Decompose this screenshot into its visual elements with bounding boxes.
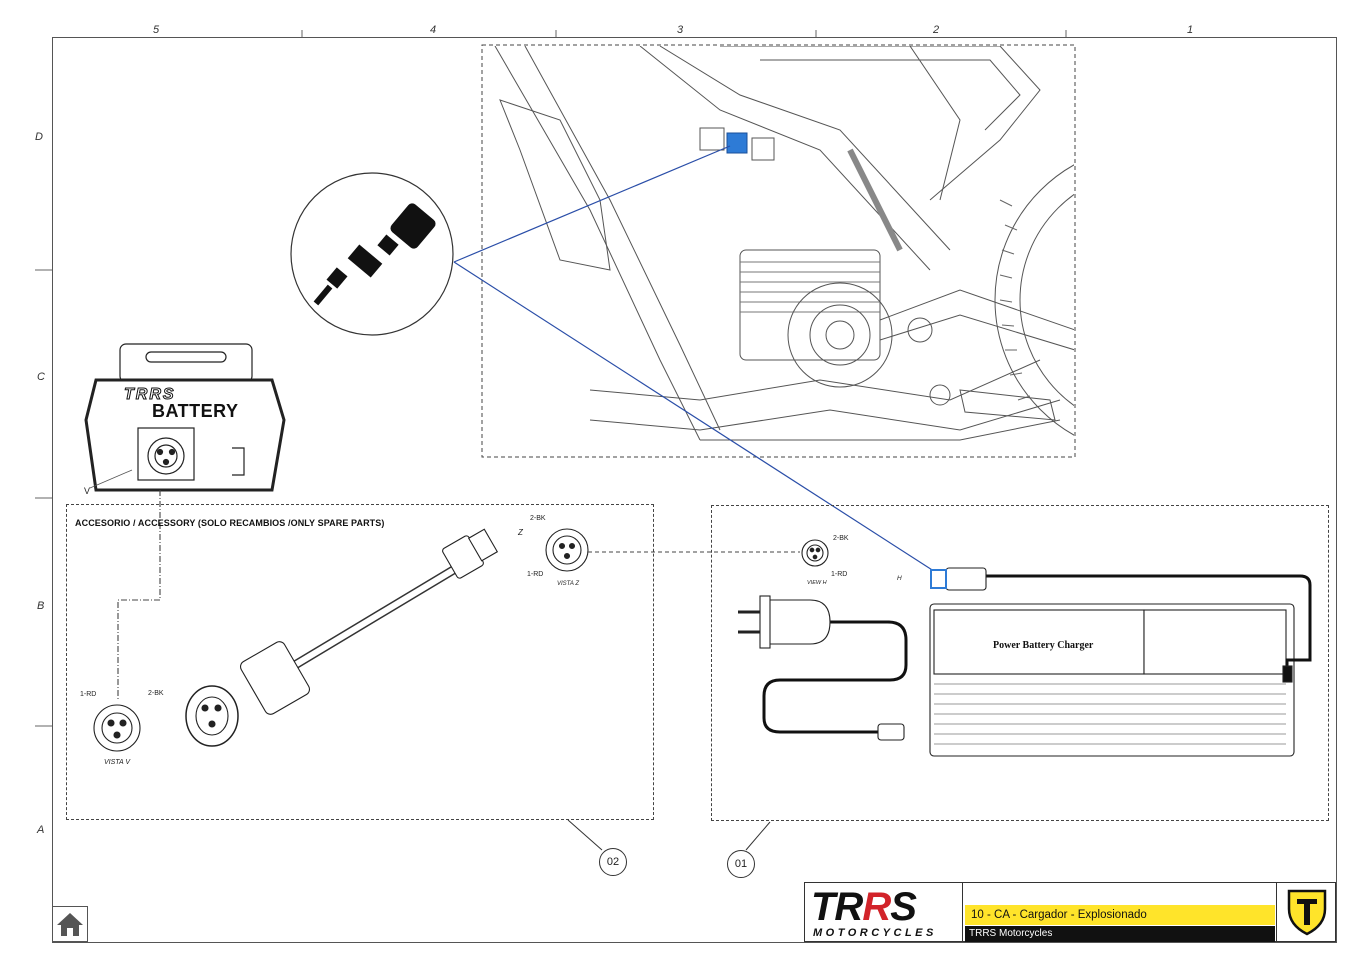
- charger-panel: [711, 505, 1329, 821]
- home-button[interactable]: [52, 906, 88, 942]
- accessory-panel-title: ACCESORIO / ACCESSORY (SOLO RECAMBIOS /O…: [75, 518, 385, 528]
- vista-v-caption: VISTA V: [104, 759, 131, 766]
- view-marker-v: V: [84, 486, 91, 496]
- trrs-logo-sub: MOTORCYCLES: [813, 927, 937, 939]
- battery-brand-logo: TRRS: [124, 386, 176, 404]
- marker-h: H: [897, 575, 902, 582]
- view-h-caption: VIEW H: [807, 580, 827, 586]
- grid-col-4: 4: [430, 24, 437, 36]
- title-divider: [962, 883, 963, 941]
- motorcycle-frame-sketch: [481, 44, 1076, 458]
- charger-label: Power Battery Charger: [993, 640, 1094, 651]
- grid-col-5: 5: [153, 24, 160, 36]
- battery-illustration: [84, 343, 286, 492]
- vista-z-caption: VISTA Z: [557, 581, 580, 587]
- trrs-logo: TRRS: [811, 885, 917, 929]
- view-h-pin1: 1-RD: [831, 571, 848, 578]
- grid-row-a: A: [37, 824, 45, 836]
- vista-v-pin2: 2-BK: [148, 690, 164, 697]
- vista-v-pin1: 1-RD: [80, 691, 97, 698]
- title-block: TRRS MOTORCYCLES 10 - CA - Cargador - Ex…: [804, 882, 1336, 942]
- title-divider-2: [1276, 883, 1277, 941]
- drawing-frame: [52, 37, 1337, 943]
- grid-col-2: 2: [933, 24, 940, 36]
- vista-z-pin1: 1-RD: [527, 571, 544, 578]
- vista-z-pin2: 2-BK: [530, 515, 546, 522]
- marker-z: Z: [518, 528, 523, 537]
- grid-row-c: C: [37, 371, 45, 383]
- accessory-panel: ACCESORIO / ACCESSORY (SOLO RECAMBIOS /O…: [66, 504, 654, 820]
- home-icon: [57, 913, 83, 936]
- grid-col-3: 3: [677, 24, 684, 36]
- view-h-pin2: 2-BK: [833, 535, 849, 542]
- grid-row-b: B: [37, 600, 45, 612]
- connector-magnify-detail: [290, 172, 454, 336]
- grid-row-d: D: [35, 131, 43, 143]
- charger-drawing: [738, 567, 1312, 757]
- accessory-cable-drawing: [93, 490, 829, 752]
- drawing-title: 10 - CA - Cargador - Explosionado: [965, 905, 1275, 925]
- trrs-shield-icon: [1287, 889, 1327, 936]
- grid-col-1: 1: [1187, 24, 1194, 36]
- callout-01[interactable]: 01: [727, 850, 755, 878]
- callout-02[interactable]: 02: [599, 848, 627, 876]
- battery-label: BATTERY: [152, 401, 239, 421]
- company-name: TRRS Motorcycles: [965, 926, 1275, 942]
- connector-highlight: [726, 132, 748, 154]
